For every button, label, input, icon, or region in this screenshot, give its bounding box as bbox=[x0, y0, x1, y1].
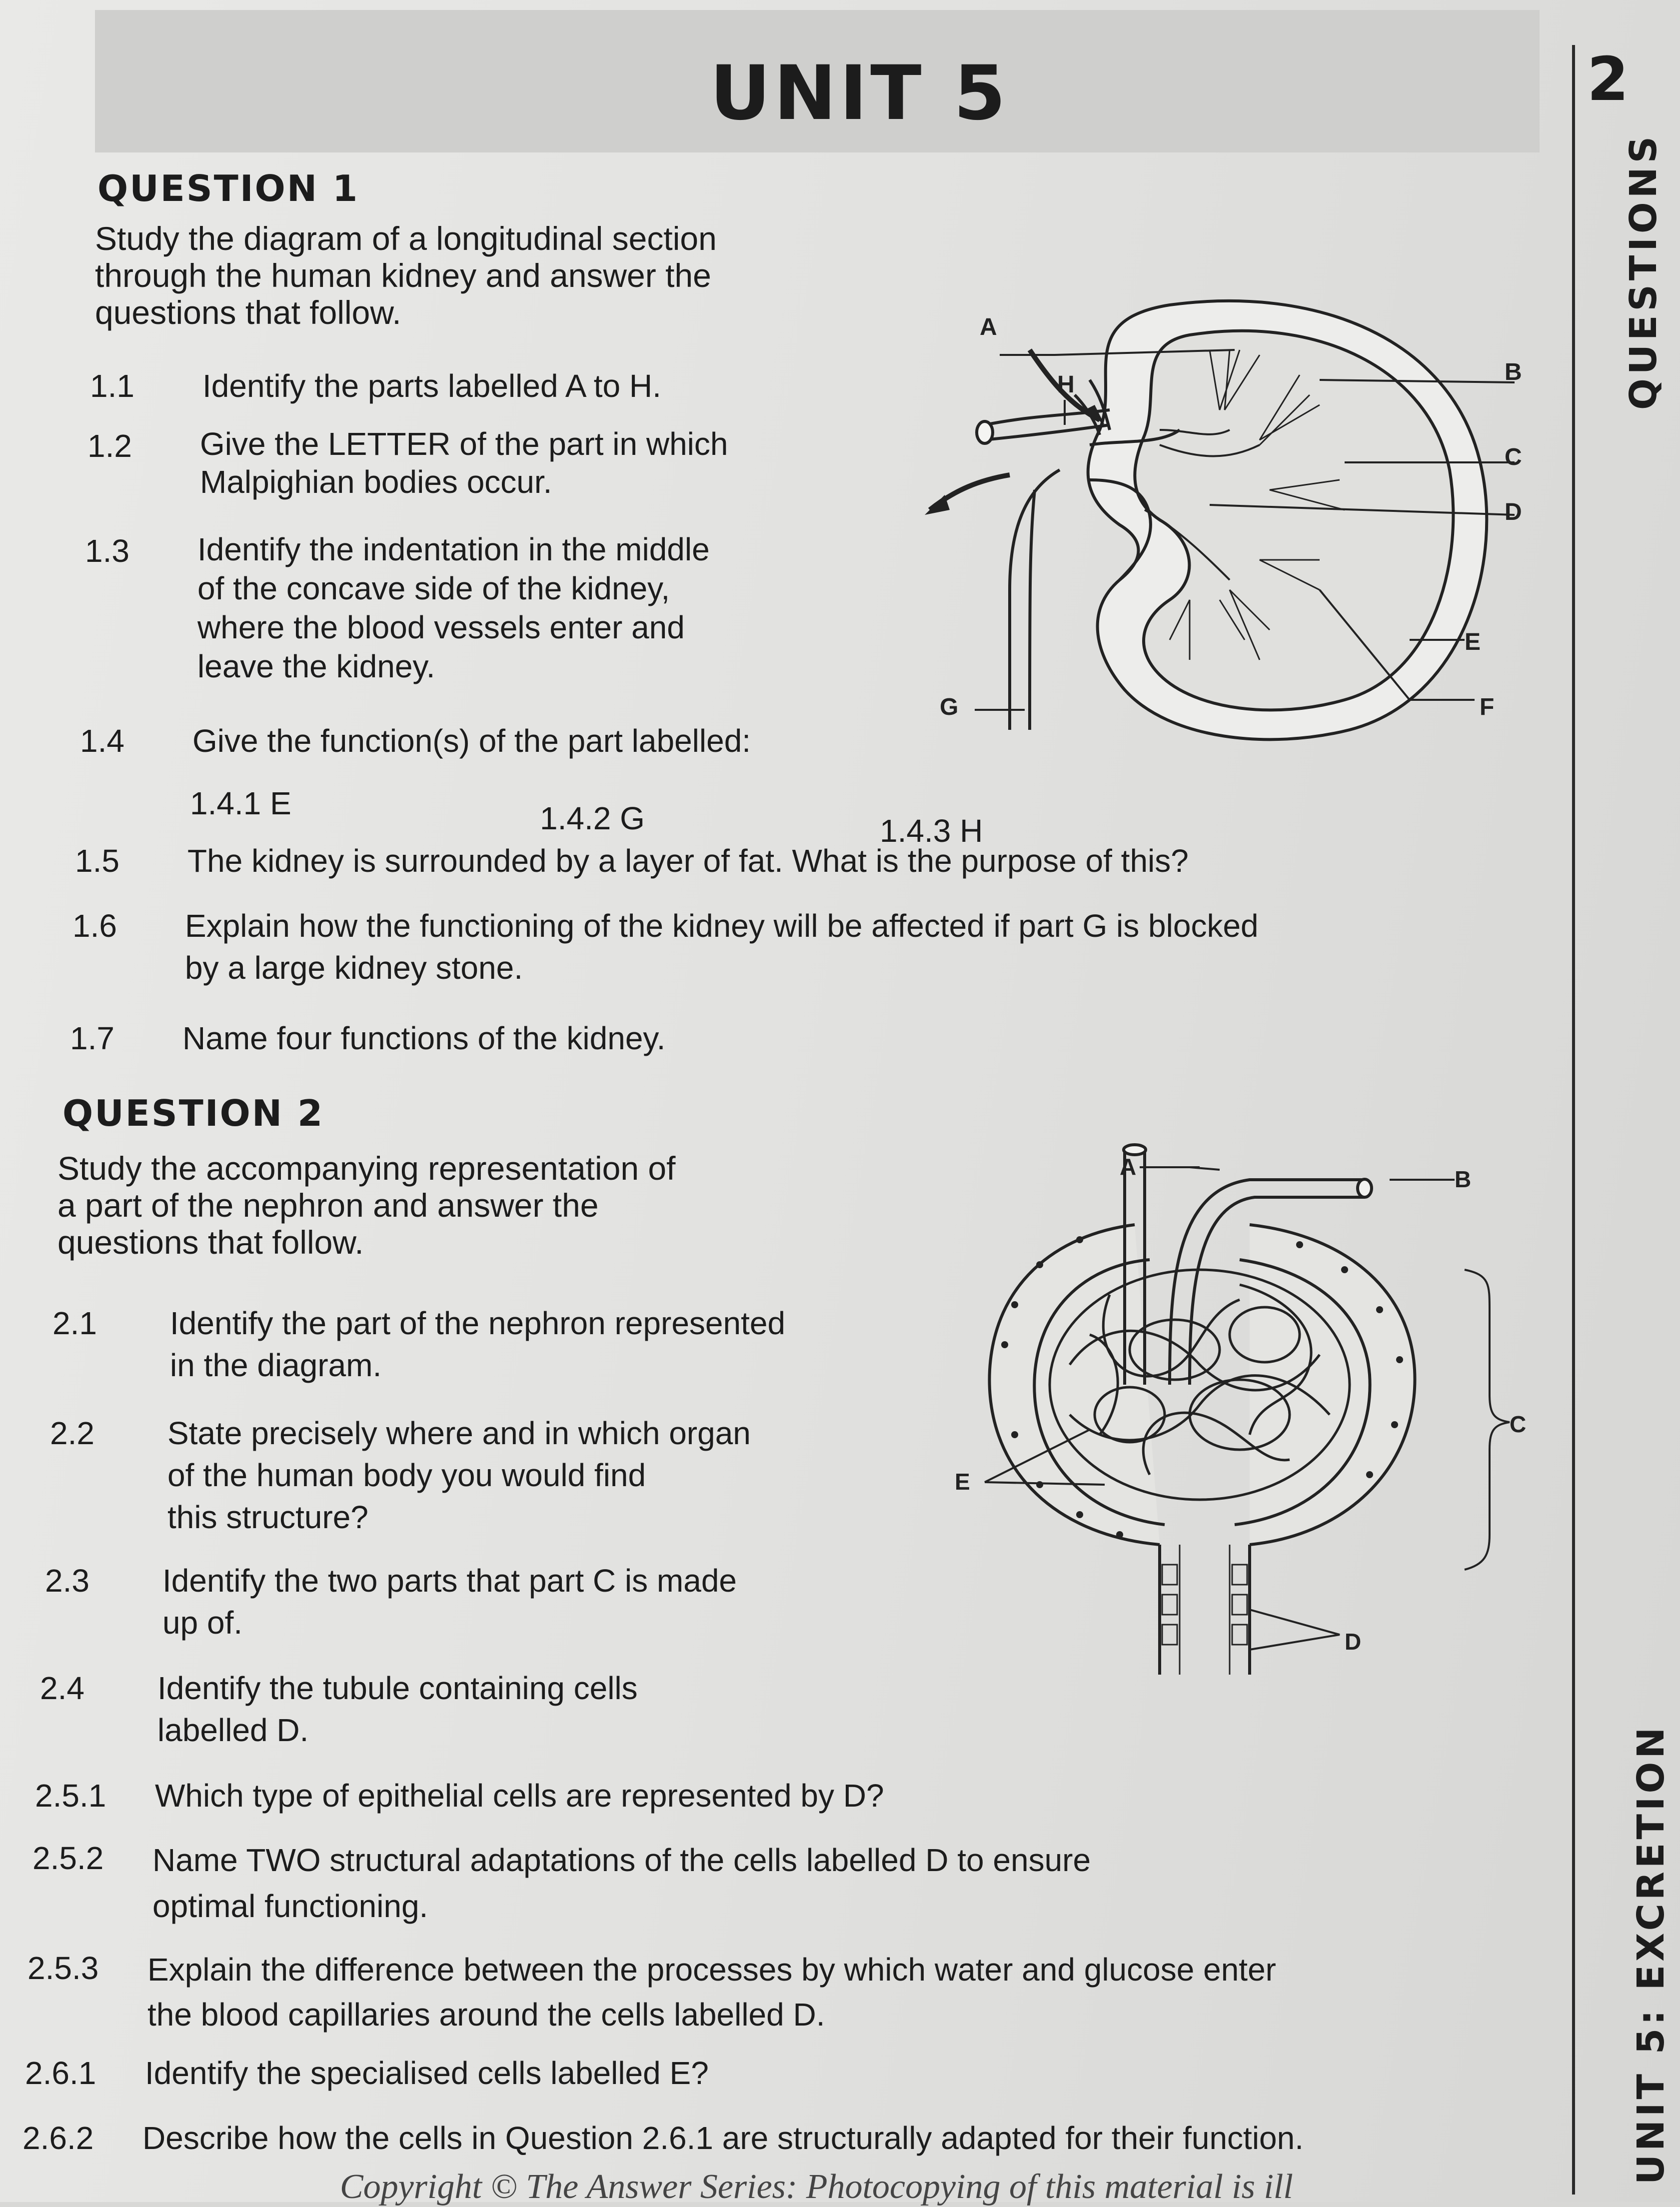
label-line-e bbox=[984, 1429, 1105, 1486]
question-text: this structure? bbox=[167, 1499, 368, 1535]
question-number: 1.3 bbox=[85, 533, 129, 569]
question-number: 2.1 bbox=[52, 1305, 97, 1341]
copyright-footer: Copyright © The Answer Series: Photocopy… bbox=[340, 2168, 1293, 2206]
kidney-diagram: A B C D E F G H bbox=[925, 299, 1522, 741]
label-f: F bbox=[1480, 694, 1494, 720]
minor-calyx bbox=[1144, 429, 1260, 581]
question-number: 1.1 bbox=[90, 368, 134, 404]
question-number: 1.7 bbox=[70, 1020, 114, 1056]
label-e: E bbox=[955, 1469, 970, 1495]
label-b: B bbox=[1455, 1166, 1471, 1192]
question-text: Identify the parts labelled A to H. bbox=[202, 368, 661, 404]
label-a: A bbox=[980, 314, 997, 340]
intro-line: questions that follow. bbox=[57, 1224, 364, 1261]
ureter bbox=[1008, 468, 1061, 730]
brace-c bbox=[1464, 1269, 1510, 1571]
question-number: 2.5.3 bbox=[27, 1950, 99, 1986]
label-e: E bbox=[1465, 629, 1481, 655]
question-text: Explain the difference between the proce… bbox=[147, 1952, 1276, 1988]
sidebar-section-label: QUESTIONS bbox=[1622, 132, 1665, 410]
question-text: where the blood vessels enter and bbox=[197, 609, 685, 645]
question-number: 2.3 bbox=[45, 1563, 89, 1599]
question-text: Explain how the functioning of the kidne… bbox=[185, 908, 1259, 944]
arrow-renal-vein bbox=[1027, 348, 1101, 422]
question-text: Describe how the cells in Question 2.6.1… bbox=[142, 2120, 1304, 2156]
question-number: 2.5.2 bbox=[32, 1840, 104, 1876]
nephron-diagram: A B C E D bbox=[955, 1143, 1526, 1675]
bowmans-capsule-outer bbox=[988, 1223, 1417, 1546]
question-1-intro: Study the diagram of a longitudinal sect… bbox=[95, 220, 717, 331]
question-text: Identify the part of the nephron represe… bbox=[170, 1305, 786, 1341]
sidebar-divider bbox=[1572, 45, 1575, 2195]
question-text: leave the kidney. bbox=[197, 648, 435, 684]
question-2-intro: Study the accompanying representation of… bbox=[57, 1150, 675, 1261]
intro-line: Study the accompanying representation of bbox=[57, 1150, 676, 1187]
question-1-4-3: 1.4.3 H bbox=[880, 813, 983, 849]
label-d: D bbox=[1505, 499, 1522, 525]
glomerulus-capillaries bbox=[1048, 1268, 1351, 1501]
label-g: G bbox=[940, 694, 958, 720]
unit-title: UNIT 5 bbox=[710, 50, 1009, 137]
question-number: 1.6 bbox=[72, 908, 117, 944]
label-a: A bbox=[1120, 1154, 1136, 1180]
question-text: of the human body you would find bbox=[167, 1457, 646, 1493]
intro-line: a part of the nephron and answer the bbox=[57, 1187, 599, 1224]
intro-line: Study the diagram of a longitudinal sect… bbox=[95, 220, 717, 257]
question-text: up of. bbox=[162, 1605, 243, 1641]
question-number: 1.4 bbox=[80, 723, 124, 759]
question-1-4-1: 1.4.1 E bbox=[190, 785, 291, 821]
label-d: D bbox=[1345, 1629, 1361, 1655]
question-text: Give the function(s) of the part labelle… bbox=[192, 723, 751, 759]
intro-line: through the human kidney and answer the bbox=[95, 257, 711, 294]
question-text: by a large kidney stone. bbox=[185, 950, 523, 986]
question-number: 1.2 bbox=[87, 428, 132, 464]
medulla-pyramids bbox=[1169, 349, 1345, 660]
question-number: 2.2 bbox=[50, 1415, 94, 1451]
question-text: optimal functioning. bbox=[152, 1888, 428, 1924]
label-c: C bbox=[1505, 444, 1522, 470]
header-banner bbox=[95, 10, 1540, 152]
capsule-cells bbox=[1001, 1236, 1403, 1538]
question-text: Which type of epithelial cells are repre… bbox=[155, 1778, 884, 1814]
label-c: C bbox=[1510, 1411, 1526, 1437]
question-2-heading: QUESTION 2 bbox=[62, 1092, 324, 1134]
question-number: 2.4 bbox=[40, 1670, 84, 1706]
kidney-cortex bbox=[1133, 329, 1455, 712]
question-text: State precisely where and in which organ bbox=[167, 1415, 751, 1451]
question-text: Identify the indentation in the middle bbox=[197, 531, 710, 567]
question-number: 2.6.2 bbox=[22, 2120, 94, 2156]
afferent-arteriole bbox=[1123, 1150, 1146, 1385]
proximal-tubule bbox=[1158, 1545, 1251, 1675]
question-text: labelled D. bbox=[157, 1712, 309, 1748]
question-text: Name TWO structural adaptations of the c… bbox=[152, 1842, 1091, 1878]
bowmans-capsule-inner bbox=[1033, 1258, 1372, 1526]
sidebar-number: 2 bbox=[1587, 45, 1629, 114]
question-number: 1.5 bbox=[75, 843, 119, 879]
label-line-d bbox=[1209, 504, 1515, 516]
question-text: in the diagram. bbox=[170, 1347, 382, 1383]
intro-line: questions that follow. bbox=[95, 294, 401, 331]
question-text: The kidney is surrounded by a layer of f… bbox=[187, 843, 1189, 879]
question-text: Name four functions of the kidney. bbox=[182, 1020, 666, 1056]
question-text: Identify the specialised cells labelled … bbox=[145, 2055, 709, 2091]
question-number: 2.6.1 bbox=[25, 2055, 96, 2091]
question-text: Identify the tubule containing cells bbox=[157, 1670, 638, 1706]
question-number: 2.5.1 bbox=[35, 1778, 106, 1814]
question-text: of the concave side of the kidney, bbox=[197, 570, 670, 606]
question-text: Malpighian bodies occur. bbox=[200, 464, 552, 500]
label-line-d bbox=[1249, 1609, 1340, 1651]
question-1-4-2: 1.4.2 G bbox=[540, 800, 645, 836]
label-line-b bbox=[1319, 379, 1515, 383]
question-text: Identify the two parts that part C is ma… bbox=[162, 1563, 737, 1599]
renal-pelvis bbox=[1089, 428, 1181, 581]
question-1-heading: QUESTION 1 bbox=[97, 167, 359, 209]
question-text: the blood capillaries around the cells l… bbox=[147, 1997, 825, 2033]
label-b: B bbox=[1505, 359, 1522, 385]
sidebar-unit-label: UNIT 5: EXCRETION bbox=[1630, 1724, 1673, 2185]
question-text: Give the LETTER of the part in which bbox=[200, 426, 728, 462]
label-h: H bbox=[1057, 371, 1075, 398]
label-line-f bbox=[1319, 589, 1411, 701]
